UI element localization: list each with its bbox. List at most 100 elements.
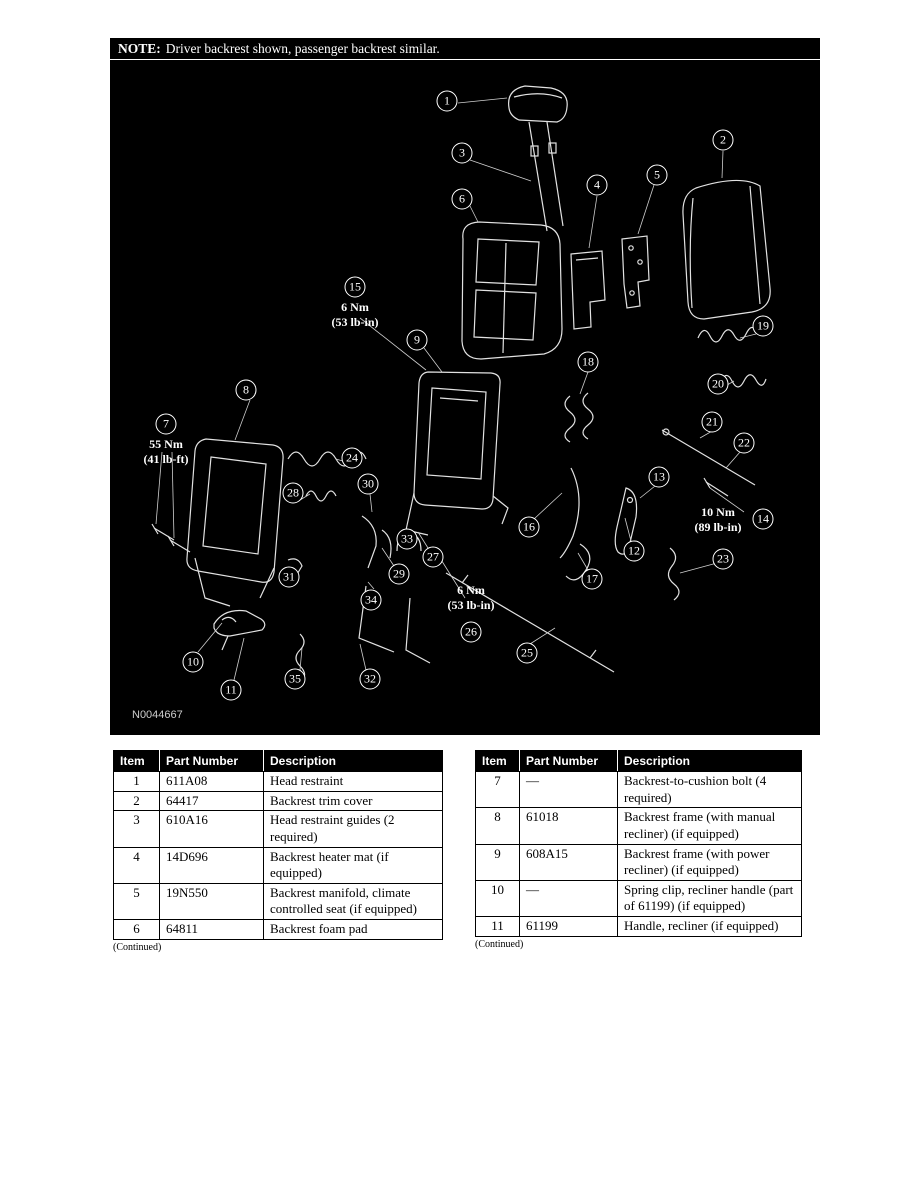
continued-label-left: (Continued) [113,941,162,953]
cell-part: 61199 [519,916,618,937]
lumbar-spring-art [564,392,594,443]
callout-9: 9 [406,329,428,351]
callout-25: 25 [516,642,538,664]
note-label: NOTE: [118,41,161,56]
cell-part: — [519,770,618,809]
cell-part: 610A16 [159,810,264,848]
callout-27: 27 [422,546,444,568]
cell-item: 4 [113,846,160,884]
callout-34: 34 [360,589,382,611]
recliner-handle-art-11 [213,609,266,651]
callout-11: 11 [220,679,242,701]
callout-17: 17 [581,568,603,590]
note-text: Driver backrest shown, passenger backres… [165,41,440,56]
backrest-frame-power-art [405,371,509,536]
rod-art-32 [405,597,431,664]
callout-31: 31 [278,566,300,588]
cell-item: 1 [113,771,160,792]
cell-item: 10 [475,879,520,918]
callout-35: 35 [284,668,306,690]
clip-art-31 [287,558,303,577]
callout-14: 14 [752,508,774,530]
cell-part: 61018 [519,807,618,845]
callout-23: 23 [712,548,734,570]
cell-desc: Backrest-to-cushion bolt (4 required) [617,770,802,809]
bolt-art-14 [703,477,729,497]
diagram-panel: NOTE: Driver backrest shown, passenger ba… [110,38,820,735]
callout-1: 1 [436,90,458,112]
torque-label: 10 Nm(89 lb-in) [694,505,742,534]
heater-mat-art [570,250,606,330]
bolt-art-7 [151,523,191,553]
column-header: Item [113,750,160,772]
cell-item: 7 [475,770,520,809]
continued-label-right: (Continued) [475,938,524,950]
callout-28: 28 [282,482,304,504]
cell-desc: Spring clip, recliner handle (part of 61… [617,879,802,918]
column-header: Item [475,750,520,772]
callout-32: 32 [359,668,381,690]
spring-art-20 [719,374,767,388]
cell-part: 64811 [159,919,264,940]
spring-clip-art-10 [221,616,237,623]
spring-art-28 [305,490,337,502]
callout-18: 18 [577,351,599,373]
cell-part: — [519,879,618,918]
callout-4: 4 [586,174,608,196]
torque-label: 55 Nm(41 lb-ft) [143,437,189,466]
cell-part: 19N550 [159,882,264,921]
callout-6: 6 [451,188,473,210]
rod-art-25 [445,572,615,673]
cell-item: 6 [113,919,160,940]
exploded-art [151,85,771,681]
cell-part: 64417 [159,790,264,812]
callout-22: 22 [733,432,755,454]
cell-desc: Head restraint [263,771,443,792]
cell-desc: Handle, recliner (if equipped) [617,916,802,937]
head-restraint-art [507,85,568,232]
callout-33: 33 [396,528,418,550]
cell-desc: Backrest frame (with manual recliner) (i… [617,807,802,845]
rod-art-21-22 [661,428,756,486]
cell-desc: Backrest manifold, climate controlled se… [263,882,443,921]
callout-16: 16 [518,516,540,538]
backrest-frame-manual-art [186,438,284,607]
callout-13: 13 [648,466,670,488]
callout-20: 20 [707,373,729,395]
cell-part: 14D696 [159,846,264,884]
spring-art-19 [697,326,757,343]
bracket-art-29-30 [361,515,392,569]
callout-3: 3 [451,142,473,164]
torque-label: 6 Nm(53 lb-in) [447,583,495,612]
column-header: Part Number [519,750,618,772]
callout-2: 2 [712,129,734,151]
wire-art-35 [295,633,306,681]
callout-8: 8 [235,379,257,401]
cell-part: 608A15 [519,843,618,881]
cell-desc: Backrest trim cover [263,790,443,812]
callout-29: 29 [388,563,410,585]
exploded-art-svg [151,85,771,681]
cable-art-23 [667,547,680,601]
manifold-art [621,235,650,309]
column-header: Description [617,750,802,772]
trim-cover-art [682,179,771,320]
foam-pad-art [461,221,563,360]
cable-art-16 [559,467,580,559]
callout-26: 26 [460,621,482,643]
figure-id: N0044667 [132,709,183,721]
cell-desc: Backrest heater mat (if equipped) [263,846,443,884]
